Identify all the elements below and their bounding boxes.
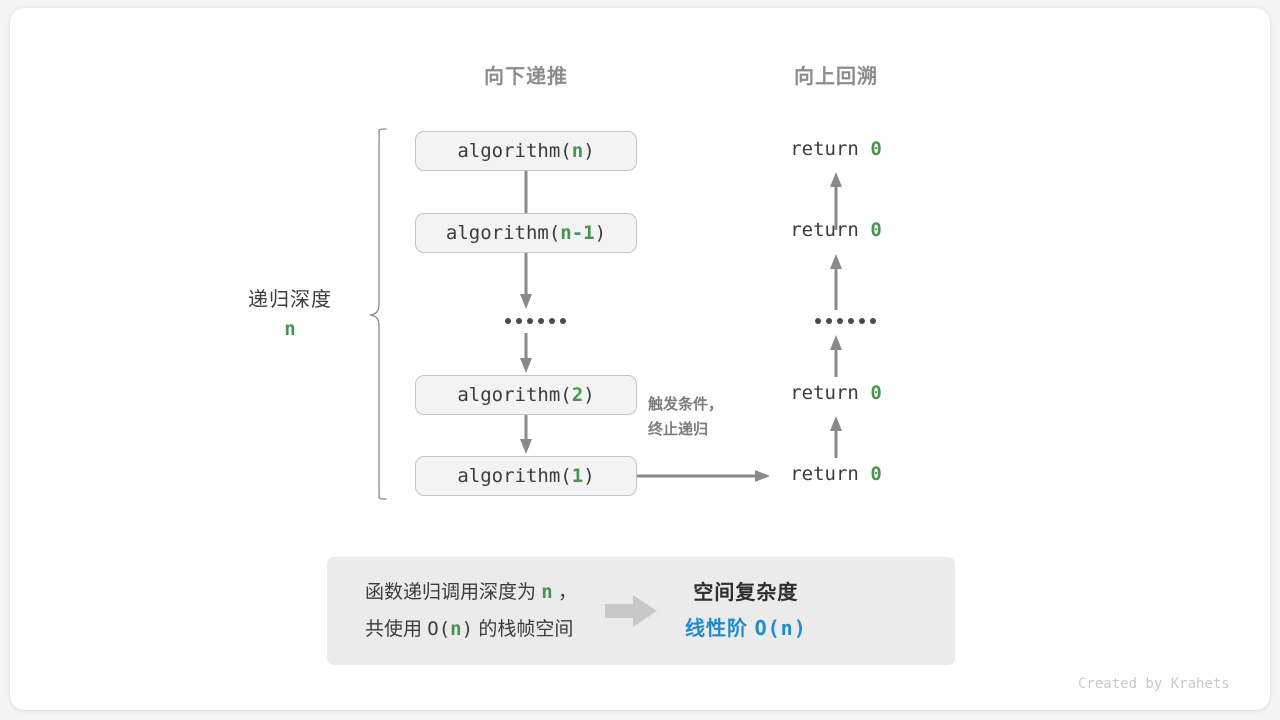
return-ellipsis xyxy=(815,318,876,324)
arrow-down-4-icon xyxy=(520,415,532,454)
base-case-annotation-line1: 触发条件， xyxy=(648,396,724,413)
summary-line1-text-b: ， xyxy=(552,582,578,603)
return-val-n1: 0 xyxy=(870,219,882,241)
recursion-depth-label: 递归深度 n xyxy=(200,283,380,340)
call-frame-2-arg: 2 xyxy=(571,384,584,406)
summary-line2-text-b: 的栈帧空间 xyxy=(473,619,574,640)
arrow-right-base-case-icon xyxy=(637,470,770,482)
return-value-n-minus-1: return 0 xyxy=(756,219,916,241)
return-keyword-2: return xyxy=(790,382,859,404)
block-arrow-right-icon xyxy=(605,595,658,627)
call-frame-1-arg: 1 xyxy=(571,465,584,487)
summary-line-1: 函数递归调用深度为 n ， xyxy=(365,574,577,611)
summary-panel: 函数递归调用深度为 n ， 共使用 O(n) 的栈帧空间 空间复杂度 线性阶 O… xyxy=(327,557,955,665)
arrow-down-3-icon xyxy=(520,333,532,373)
recursion-depth-value: n xyxy=(284,318,296,340)
return-val-1: 0 xyxy=(870,463,882,485)
summary-line2-n: n xyxy=(450,618,462,640)
base-case-annotation-line2: 终止递归 xyxy=(648,421,709,438)
arrow-up-2-icon xyxy=(830,254,842,310)
return-value-1: return 0 xyxy=(756,463,916,485)
summary-line1-n: n xyxy=(541,581,553,603)
return-keyword-n: return xyxy=(790,138,859,160)
credit-label: Created by Krahets xyxy=(1078,676,1230,692)
call-frame-2[interactable]: algorithm(2) xyxy=(415,375,637,415)
call-frame-n1-suffix: ) xyxy=(594,222,607,244)
summary-explanation: 函数递归调用深度为 n ， 共使用 O(n) 的栈帧空间 xyxy=(327,574,577,648)
recursion-depth-title: 递归深度 xyxy=(248,289,332,311)
call-frame-n-prefix: algorithm( xyxy=(457,140,572,162)
arrow-up-4-icon xyxy=(830,416,842,458)
summary-line-2: 共使用 O(n) 的栈帧空间 xyxy=(365,611,577,648)
arrow-up-3-icon xyxy=(830,335,842,377)
summary-result-order: 线性阶 xyxy=(685,617,755,640)
call-stack-ellipsis xyxy=(505,318,566,324)
call-frame-n-minus-1[interactable]: algorithm(n-1) xyxy=(415,213,637,253)
summary-result-title: 空间复杂度 xyxy=(693,581,799,604)
call-frame-2-suffix: ) xyxy=(583,384,595,406)
depth-brace-icon xyxy=(369,128,387,500)
call-frame-n-suffix: ) xyxy=(583,140,595,162)
base-case-annotation: 触发条件， 终止递归 xyxy=(648,392,723,442)
call-frame-n-arg: n xyxy=(571,140,584,162)
summary-line2-o: O( xyxy=(427,618,451,640)
column-header-ascend: 向上回溯 xyxy=(794,66,878,88)
summary-result-notation: O(n) xyxy=(754,615,807,640)
call-frame-2-prefix: algorithm( xyxy=(457,384,572,406)
summary-arrow-wrap xyxy=(577,594,685,628)
summary-line2-close: ) xyxy=(461,618,474,640)
return-keyword-n1: return xyxy=(790,219,859,241)
call-frame-n[interactable]: algorithm(n) xyxy=(415,131,637,171)
call-frame-1-suffix: ) xyxy=(583,465,595,487)
call-frame-1[interactable]: algorithm(1) xyxy=(415,456,637,496)
call-frame-n1-arg: n-1 xyxy=(560,222,595,244)
call-frame-n1-prefix: algorithm( xyxy=(445,222,561,244)
return-value-n: return 0 xyxy=(756,138,916,160)
call-frame-1-prefix: algorithm( xyxy=(457,465,572,487)
return-value-2: return 0 xyxy=(756,382,916,404)
arrow-up-1-icon xyxy=(830,172,842,230)
return-val-n: 0 xyxy=(870,138,882,160)
return-keyword-1: return xyxy=(790,463,859,485)
summary-result-value: 线性阶 O(n) xyxy=(685,611,807,647)
return-val-2: 0 xyxy=(870,382,882,404)
column-header-descend: 向下递推 xyxy=(484,66,568,88)
summary-line2-text-a: 共使用 xyxy=(365,619,428,640)
summary-line1-text-a: 函数递归调用深度为 xyxy=(365,582,542,603)
arrow-down-2-icon xyxy=(520,253,532,309)
summary-result: 空间复杂度 线性阶 O(n) xyxy=(685,576,807,647)
